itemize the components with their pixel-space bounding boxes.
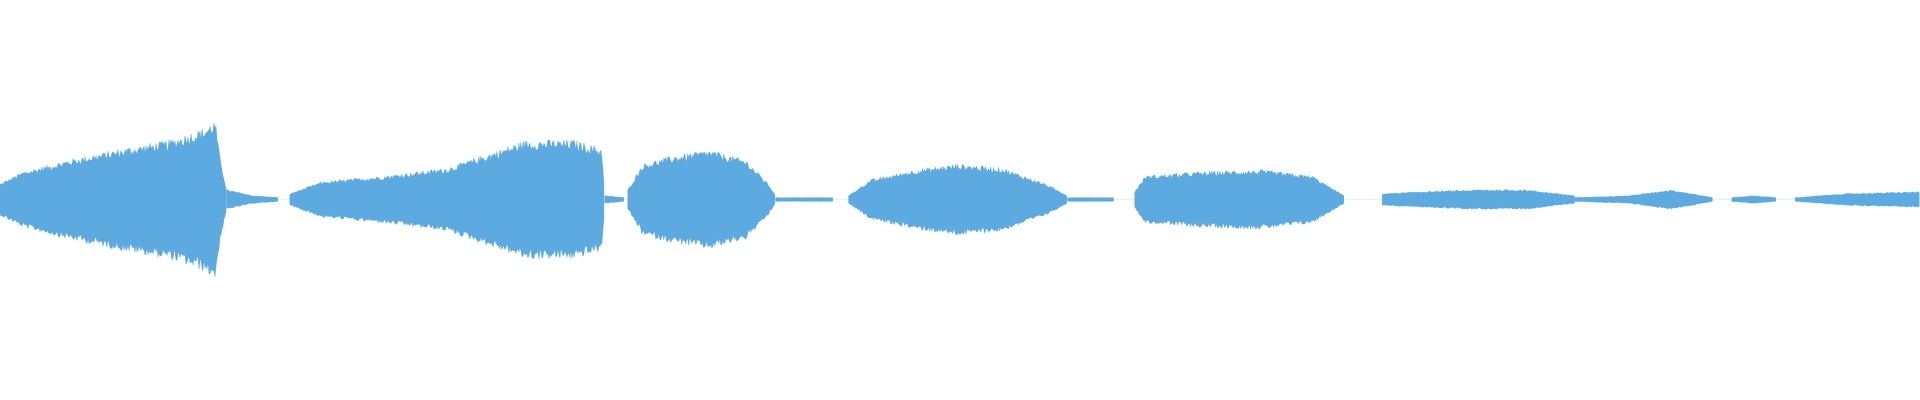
waveform-segment-6: [775, 197, 833, 202]
waveform-segment-3: [289, 139, 605, 260]
waveform-segment-9: [1134, 169, 1344, 230]
waveform-segment-13: [1794, 191, 1920, 208]
waveform-segment-5: [627, 151, 776, 249]
waveform-segment-12: [1731, 195, 1777, 204]
waveform-segment-7: [848, 163, 1067, 235]
waveform-segments: [0, 123, 1920, 277]
waveform-segment-1: [0, 123, 227, 277]
waveform-segment-4: [604, 195, 625, 204]
waveform-segment-8: [1067, 197, 1114, 202]
waveform-segment-11: [1574, 189, 1713, 210]
waveform-segment-2: [226, 189, 278, 209]
waveform-segment-10: [1382, 189, 1575, 210]
